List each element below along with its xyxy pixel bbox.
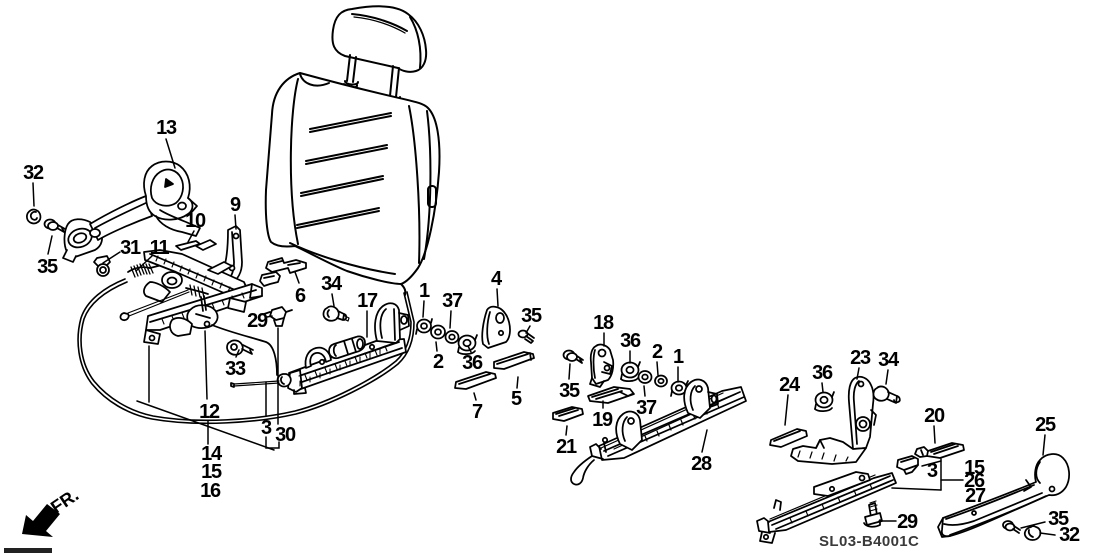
svg-text:13: 13 (156, 117, 177, 139)
svg-text:21: 21 (556, 436, 577, 458)
svg-text:28: 28 (691, 453, 712, 475)
svg-text:37: 37 (442, 290, 463, 312)
svg-text:15: 15 (201, 461, 222, 483)
svg-text:33: 33 (225, 358, 246, 380)
svg-text:2: 2 (433, 351, 444, 373)
svg-text:3: 3 (927, 460, 938, 482)
svg-text:11: 11 (150, 237, 170, 259)
svg-text:35: 35 (37, 256, 58, 278)
svg-text:29: 29 (247, 310, 268, 332)
svg-text:35: 35 (521, 305, 542, 327)
svg-text:7: 7 (472, 401, 483, 423)
svg-text:36: 36 (462, 352, 483, 374)
svg-text:16: 16 (200, 480, 221, 502)
svg-text:32: 32 (23, 162, 44, 184)
svg-text:15: 15 (964, 457, 985, 479)
svg-text:36: 36 (812, 362, 833, 384)
svg-text:3: 3 (261, 417, 272, 439)
svg-text:20: 20 (924, 405, 945, 427)
svg-text:10: 10 (185, 210, 206, 232)
svg-text:4: 4 (491, 268, 503, 290)
svg-text:35: 35 (1048, 508, 1069, 530)
svg-text:37: 37 (636, 397, 657, 419)
svg-text:34: 34 (878, 349, 900, 371)
svg-text:32: 32 (1059, 524, 1080, 546)
svg-text:30: 30 (275, 424, 296, 446)
svg-text:34: 34 (321, 273, 343, 295)
svg-text:1: 1 (419, 280, 430, 302)
svg-text:36: 36 (620, 330, 641, 352)
svg-text:24: 24 (779, 374, 801, 396)
svg-text:26: 26 (964, 470, 985, 492)
svg-text:31: 31 (120, 237, 141, 259)
svg-text:35: 35 (559, 380, 580, 402)
svg-text:25: 25 (1035, 414, 1056, 436)
svg-text:2: 2 (652, 341, 663, 363)
svg-text:19: 19 (592, 409, 613, 431)
svg-text:29: 29 (897, 511, 918, 533)
svg-text:SL03-B4001C: SL03-B4001C (819, 533, 919, 550)
svg-text:9: 9 (230, 194, 241, 216)
svg-text:14: 14 (201, 443, 223, 465)
svg-text:18: 18 (593, 312, 614, 334)
svg-text:6: 6 (295, 285, 306, 307)
svg-text:17: 17 (357, 290, 378, 312)
svg-text:1: 1 (673, 346, 684, 368)
svg-text:27: 27 (965, 485, 986, 507)
svg-text:23: 23 (850, 347, 871, 369)
svg-text:12: 12 (199, 401, 220, 423)
svg-text:5: 5 (511, 388, 522, 410)
